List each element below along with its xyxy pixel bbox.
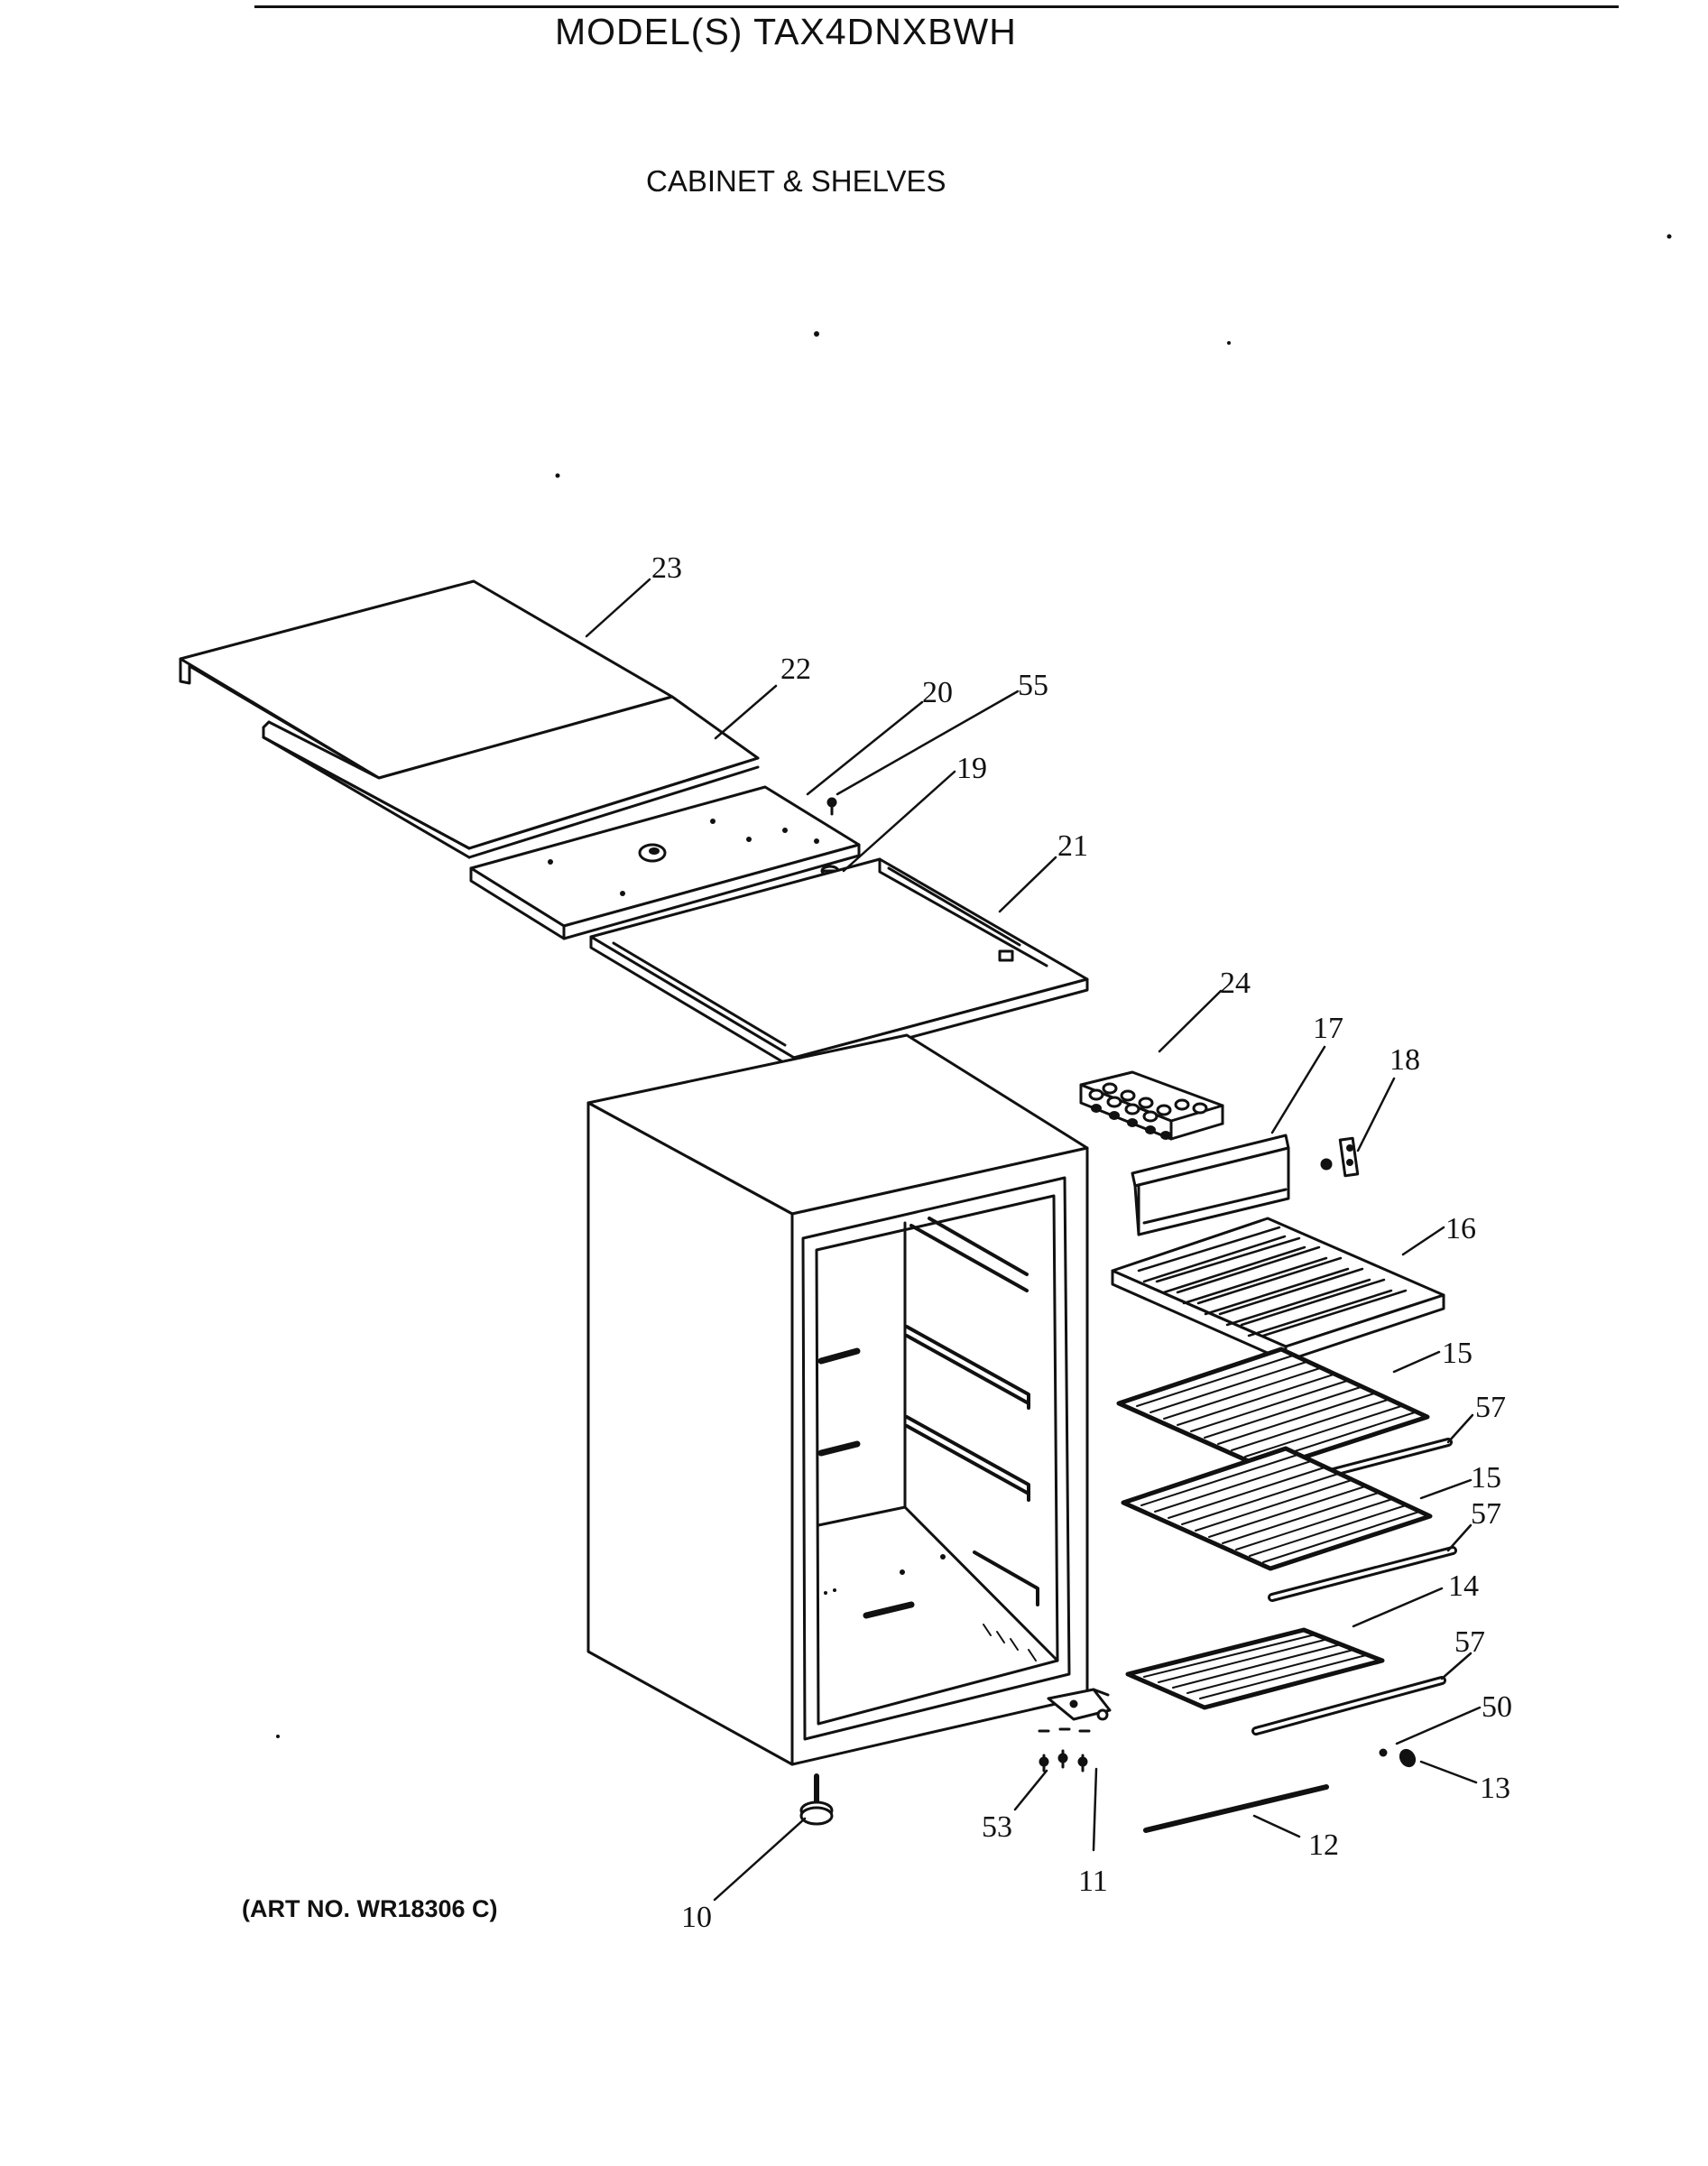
callout-53: 53 bbox=[982, 1810, 1012, 1844]
part-15-wire-shelf-lower bbox=[1121, 1446, 1433, 1571]
part-10-leveling-leg bbox=[799, 1773, 834, 1826]
part-57-rod-middle bbox=[1268, 1546, 1457, 1602]
callout-57-upper: 57 bbox=[1475, 1391, 1506, 1424]
part-50-clip bbox=[1379, 1748, 1388, 1757]
callout-57-lower: 57 bbox=[1454, 1625, 1485, 1659]
callout-50: 50 bbox=[1482, 1690, 1512, 1724]
callout-10: 10 bbox=[681, 1901, 712, 1934]
callout-17: 17 bbox=[1313, 1012, 1343, 1045]
callout-57-middle: 57 bbox=[1471, 1497, 1501, 1531]
part-16-drip-tray bbox=[1111, 1217, 1445, 1363]
callout-22: 22 bbox=[780, 653, 811, 686]
callout-18: 18 bbox=[1389, 1043, 1420, 1077]
part-15-wire-shelf-upper bbox=[1116, 1347, 1430, 1472]
part-24-ice-tray bbox=[1079, 1070, 1224, 1141]
leader-lines bbox=[585, 578, 1482, 1902]
part-57-rod-lower bbox=[1251, 1676, 1446, 1736]
callout-13: 13 bbox=[1480, 1772, 1510, 1805]
model-title: MODEL(S) TAX4DNXBWH bbox=[555, 11, 1017, 52]
callout-11: 11 bbox=[1078, 1865, 1108, 1898]
callout-12: 12 bbox=[1308, 1828, 1339, 1862]
part-13-plug bbox=[1399, 1748, 1417, 1768]
art-number: (ART NO. WR18306 C) bbox=[242, 1895, 498, 1922]
part-23-top-cover bbox=[179, 579, 674, 780]
callout-19: 19 bbox=[956, 752, 987, 785]
part-20-top-panel bbox=[469, 785, 861, 940]
part-53-screws bbox=[1038, 1727, 1091, 1773]
callout-55: 55 bbox=[1018, 669, 1048, 702]
callout-14: 14 bbox=[1448, 1569, 1479, 1603]
part-11-hinge bbox=[1047, 1688, 1112, 1721]
top-rule bbox=[254, 5, 1619, 8]
callout-20: 20 bbox=[922, 676, 953, 709]
part-17-evaporator-door bbox=[1131, 1134, 1290, 1236]
part-55-screw bbox=[826, 797, 837, 816]
section-title: CABINET & SHELVES bbox=[646, 164, 946, 198]
part-14-crisper-shelf bbox=[1125, 1627, 1385, 1710]
callout-23: 23 bbox=[651, 551, 682, 585]
callout-24: 24 bbox=[1220, 967, 1251, 1000]
callout-15-upper: 15 bbox=[1442, 1337, 1473, 1370]
callout-labels: 23 22 20 55 19 21 24 17 18 16 15 57 15 5… bbox=[651, 551, 1512, 1934]
callout-16: 16 bbox=[1445, 1212, 1476, 1245]
part-18-door-hinge bbox=[1320, 1136, 1360, 1178]
callout-15-lower: 15 bbox=[1471, 1461, 1501, 1495]
part-22-top-board bbox=[262, 695, 760, 859]
part-12-base-rod bbox=[1143, 1784, 1329, 1833]
callout-21: 21 bbox=[1057, 829, 1088, 863]
cabinet-body bbox=[586, 1033, 1089, 1766]
scan-specks bbox=[276, 234, 1672, 1738]
